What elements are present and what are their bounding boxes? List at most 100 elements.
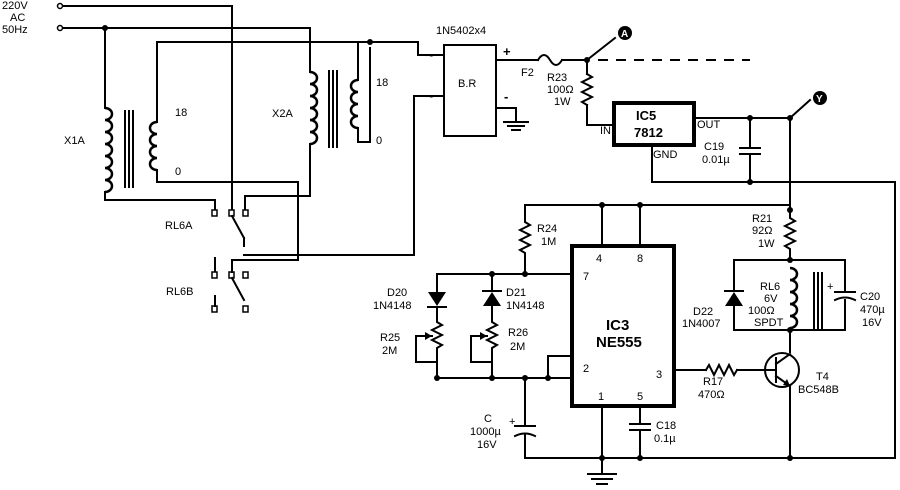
ic5-ref-label: IC5 — [636, 108, 656, 123]
r26-value-label: 2M — [510, 341, 525, 353]
c-value-label: 1000µ — [470, 426, 501, 438]
r23-power-label: 1W — [554, 96, 571, 108]
r23-value-label: 100Ω — [547, 84, 574, 96]
c18-value-label: 0.1µ — [654, 433, 676, 445]
relay-contact-rl6b: RL6B — [166, 257, 249, 313]
c19-value-label: 0.01µ — [702, 154, 730, 166]
resistor-r17: R17 470Ω — [673, 362, 777, 401]
output-y-terminal — [813, 91, 827, 105]
rl6a-switch-arm — [230, 214, 246, 240]
x2a-ref-label: X2A — [272, 108, 293, 120]
mains-input: 220V AC 50Hz — [2, 0, 311, 211]
ic5-part-label: 7812 — [634, 125, 663, 140]
d20-ref-label: D20 — [387, 287, 407, 299]
d20-part-label: 1N4148 — [373, 300, 412, 312]
secondary-bus — [243, 39, 445, 256]
output-y-lead — [788, 98, 812, 120]
fuse-and-output-a: F2 A R23 100Ω 1W — [495, 26, 750, 126]
ic5-out-label: OUT — [697, 119, 721, 131]
d21-diode-triangle — [483, 292, 501, 306]
x2a-secondary-coil — [349, 78, 359, 130]
bridge-part-label: 1N5402x4 — [436, 25, 486, 37]
bridge-rectifier-body — [443, 44, 497, 137]
bridge-ground-wire — [495, 107, 517, 121]
capacitor-c19: C19 0.01µ — [702, 117, 761, 185]
junction-dot — [434, 375, 440, 381]
output-a-terminal — [618, 26, 632, 40]
x2a-primary-tail-wire — [244, 143, 311, 211]
rl6b-switch-arm — [230, 276, 246, 302]
r25-wiper-wire — [415, 335, 438, 363]
x1a-secondary-top-wire — [156, 41, 371, 123]
t4-part-label: BC548B — [798, 384, 839, 396]
transistor-t4: T4 BC548B — [764, 329, 839, 459]
ic3-pin1-label: 1 — [598, 391, 604, 403]
potentiometer-r25: R25 2M — [380, 306, 445, 379]
rl6b-contact-terminal — [242, 271, 249, 279]
c19-ref-label: C19 — [704, 141, 724, 153]
r24-ref-label: R24 — [537, 223, 557, 235]
x1a-tap-high-label: 18 — [175, 107, 187, 119]
junction-dot — [787, 257, 793, 263]
r26-wiper-arrow — [480, 332, 487, 340]
rl6a-contact-terminal — [211, 209, 218, 217]
r23-to-ic5-wire — [586, 104, 615, 126]
bridge-plus-symbol: + — [503, 44, 511, 59]
c18-ref-label: C18 — [656, 420, 676, 432]
junction-dot — [787, 455, 793, 461]
c20-plus-label: + — [827, 281, 833, 293]
mains-neutral-wire — [62, 27, 106, 109]
capacitor-c: + C 1000µ 16V — [470, 377, 537, 459]
rl6b-label: RL6B — [166, 286, 194, 298]
regulator-ic5: IC5 7812 IN OUT GND Y — [600, 91, 896, 459]
x1a-primary-tail-wire — [104, 191, 216, 211]
ic3-pin7-label: 7 — [583, 271, 589, 283]
r23-resistor — [579, 72, 595, 107]
mains-terminal-1 — [56, 2, 64, 10]
r25-ref-label: R25 — [380, 332, 400, 344]
r17-value-label: 470Ω — [698, 389, 725, 401]
mains-type-label: AC — [10, 12, 25, 24]
bridge-minus-symbol: - — [504, 89, 508, 104]
rl6b-contact-terminal — [211, 271, 218, 279]
ic3-pin6-wire — [547, 355, 573, 379]
resistor-r21: R21 92Ω 1W — [524, 117, 798, 261]
bridge-rectifier: 1N5402x4 B.R ~ ~ + - — [426, 25, 529, 137]
bridge-ref-label: B.R — [458, 78, 476, 90]
mains-voltage-label: 220V — [2, 0, 28, 12]
potentiometer-r26: R26 2M — [470, 306, 528, 379]
transformer-x1a: X1A 18 0 — [64, 41, 371, 261]
ground-rail — [524, 455, 896, 485]
r21-ref-label: R21 — [752, 213, 772, 225]
d21-part-label: 1N4148 — [506, 300, 545, 312]
mains-terminal-2 — [56, 24, 64, 32]
r17-resistor — [704, 362, 739, 378]
d22-ref-label: D22 — [693, 306, 713, 318]
resistor-r24: R24 1M — [517, 204, 573, 277]
ic5-in-label: IN — [600, 125, 611, 137]
trigger-node — [434, 355, 573, 381]
junction-dot — [637, 455, 643, 461]
x1a-secondary-bottom-wire — [156, 169, 299, 261]
r21-value-label: 92Ω — [752, 225, 772, 237]
t4-emitter-arrow — [783, 379, 790, 386]
c-ref-label: C — [484, 413, 492, 425]
bridge-ac2-down-wire — [243, 95, 415, 256]
ic3-pin8-label: 8 — [637, 253, 643, 265]
r24-value-label: 1M — [541, 236, 556, 248]
junction-dot — [747, 179, 753, 185]
ic3-ref-label: IC3 — [606, 317, 629, 334]
rl6a-label: RL6A — [165, 220, 193, 232]
output-a-lead — [585, 36, 617, 62]
r25-value-label: 2M — [382, 345, 397, 357]
fuse-ref-label: F2 — [521, 67, 534, 79]
ic3-part-label: NE555 — [596, 334, 642, 351]
r25-resistor — [429, 306, 445, 379]
rl6-resistance-label: 100Ω — [748, 305, 775, 317]
output-y-label: Y — [816, 94, 823, 105]
ic5-gnd-label: GND — [653, 149, 678, 161]
r17-ref-label: R17 — [703, 376, 723, 388]
ic5-body — [612, 101, 696, 147]
x2a-tap-high-label: 18 — [376, 77, 388, 89]
